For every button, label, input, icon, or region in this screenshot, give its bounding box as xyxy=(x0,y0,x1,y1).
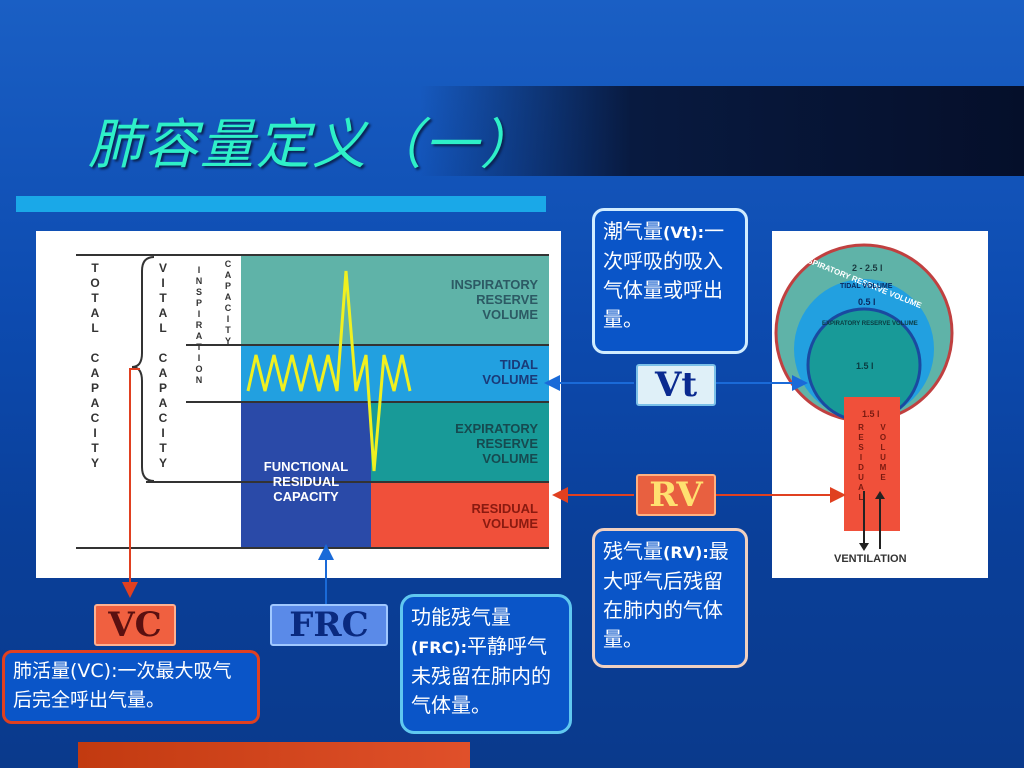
frc-zone xyxy=(241,402,371,548)
rv-label: RESIDUAL VOLUME xyxy=(471,501,538,531)
rv-callout-head: 残气量 xyxy=(603,539,663,563)
vt-callout-abbr: (Vt): xyxy=(663,223,705,242)
frc-tag: FRC xyxy=(270,604,388,646)
vc-callout: 肺活量(VC):一次最大吸气后完全呼出气量。 xyxy=(2,650,260,724)
vc-callout-text: 肺活量(VC):一次最大吸气后完全呼出气量。 xyxy=(13,660,232,711)
rv-callout-abbr: (RV): xyxy=(663,543,709,562)
inspiration-label: I N S P I R A T I O N xyxy=(195,265,203,385)
schematic-erv-label: EXPIRATORY RESERVE VOLUME xyxy=(822,321,918,327)
frc-label: FUNCTIONAL RESIDUAL CAPACITY xyxy=(263,459,349,504)
frc-callout-abbr: (FRC): xyxy=(411,638,468,657)
frc-callout-body: 平静呼气未残留在肺内的气体量。 xyxy=(411,634,551,717)
schematic-tv-value: 0.5 l xyxy=(858,297,876,307)
ventilation-label: VENTILATION xyxy=(834,553,907,565)
schematic-tv-label: TIDAL VOLUME xyxy=(840,283,893,290)
lung-volume-diagram: T O T A L C A P A C I T Y V I T A L C A … xyxy=(36,231,561,578)
schematic-irv-value: 2 - 2.5 l xyxy=(852,263,883,273)
rv-callout: 残气量(RV):最大呼气后残留在肺内的气体量。 xyxy=(592,528,748,668)
tv-label: TIDAL VOLUME xyxy=(482,357,538,387)
irv-zone xyxy=(241,255,549,345)
rv-zone xyxy=(371,482,549,548)
erv-label: EXPIRATORY RESERVE VOLUME xyxy=(455,421,538,466)
vc-brace xyxy=(131,256,155,482)
lung-schematic-graphic xyxy=(774,243,954,551)
schematic-erv-value: 1.5 l xyxy=(856,361,874,371)
rv-tag: RV xyxy=(636,474,716,516)
header-dark-band xyxy=(420,86,1024,176)
vt-callout-head: 潮气量 xyxy=(603,219,663,243)
volume-trace xyxy=(246,270,412,472)
vt-callout: 潮气量(Vt):一次呼吸的吸入气体量或呼出量。 xyxy=(592,208,748,354)
vital-capacity-label: V I T A L C A P A C I T Y xyxy=(158,261,168,470)
rv-column xyxy=(844,397,900,531)
title-underline-bar xyxy=(16,196,546,212)
schematic-rv-label-residual: R E S I D U A L xyxy=(858,423,864,502)
tv-zone xyxy=(241,345,549,402)
vt-tag: Vt xyxy=(636,364,716,406)
vc-tag: VC xyxy=(94,604,176,646)
frc-callout-head: 功能残气量 xyxy=(411,605,511,629)
schematic-rv-value: 1.5 l xyxy=(862,409,880,419)
vt-callout-body: 一次呼吸的吸入气体量或呼出量。 xyxy=(603,219,725,331)
slide-title: 肺容量定义（一） xyxy=(88,113,536,176)
irv-label: INSPIRATORY RESERVE VOLUME xyxy=(450,277,538,322)
erv-zone xyxy=(371,402,549,482)
schematic-rv-label-volume: V O L U M E xyxy=(879,423,887,482)
ventilation-arrowhead-up xyxy=(875,491,885,499)
ventilation-arrowhead-down xyxy=(859,543,869,551)
capacity-label: C A P A C I T Y xyxy=(224,259,232,346)
lung-volume-graphic xyxy=(76,254,549,549)
lung-schematic-diagram: INSPIRATORY RESERVE VOLUME 2 - 2.5 l TID… xyxy=(772,231,988,578)
rv-callout-body: 最大呼气后残留在肺内的气体量。 xyxy=(603,539,729,651)
total-capacity-label: T O T A L C A P A C I T Y xyxy=(90,261,100,470)
frc-callout: 功能残气量 (FRC):平静呼气未残留在肺内的气体量。 xyxy=(400,594,572,734)
footer-bar xyxy=(78,742,470,768)
